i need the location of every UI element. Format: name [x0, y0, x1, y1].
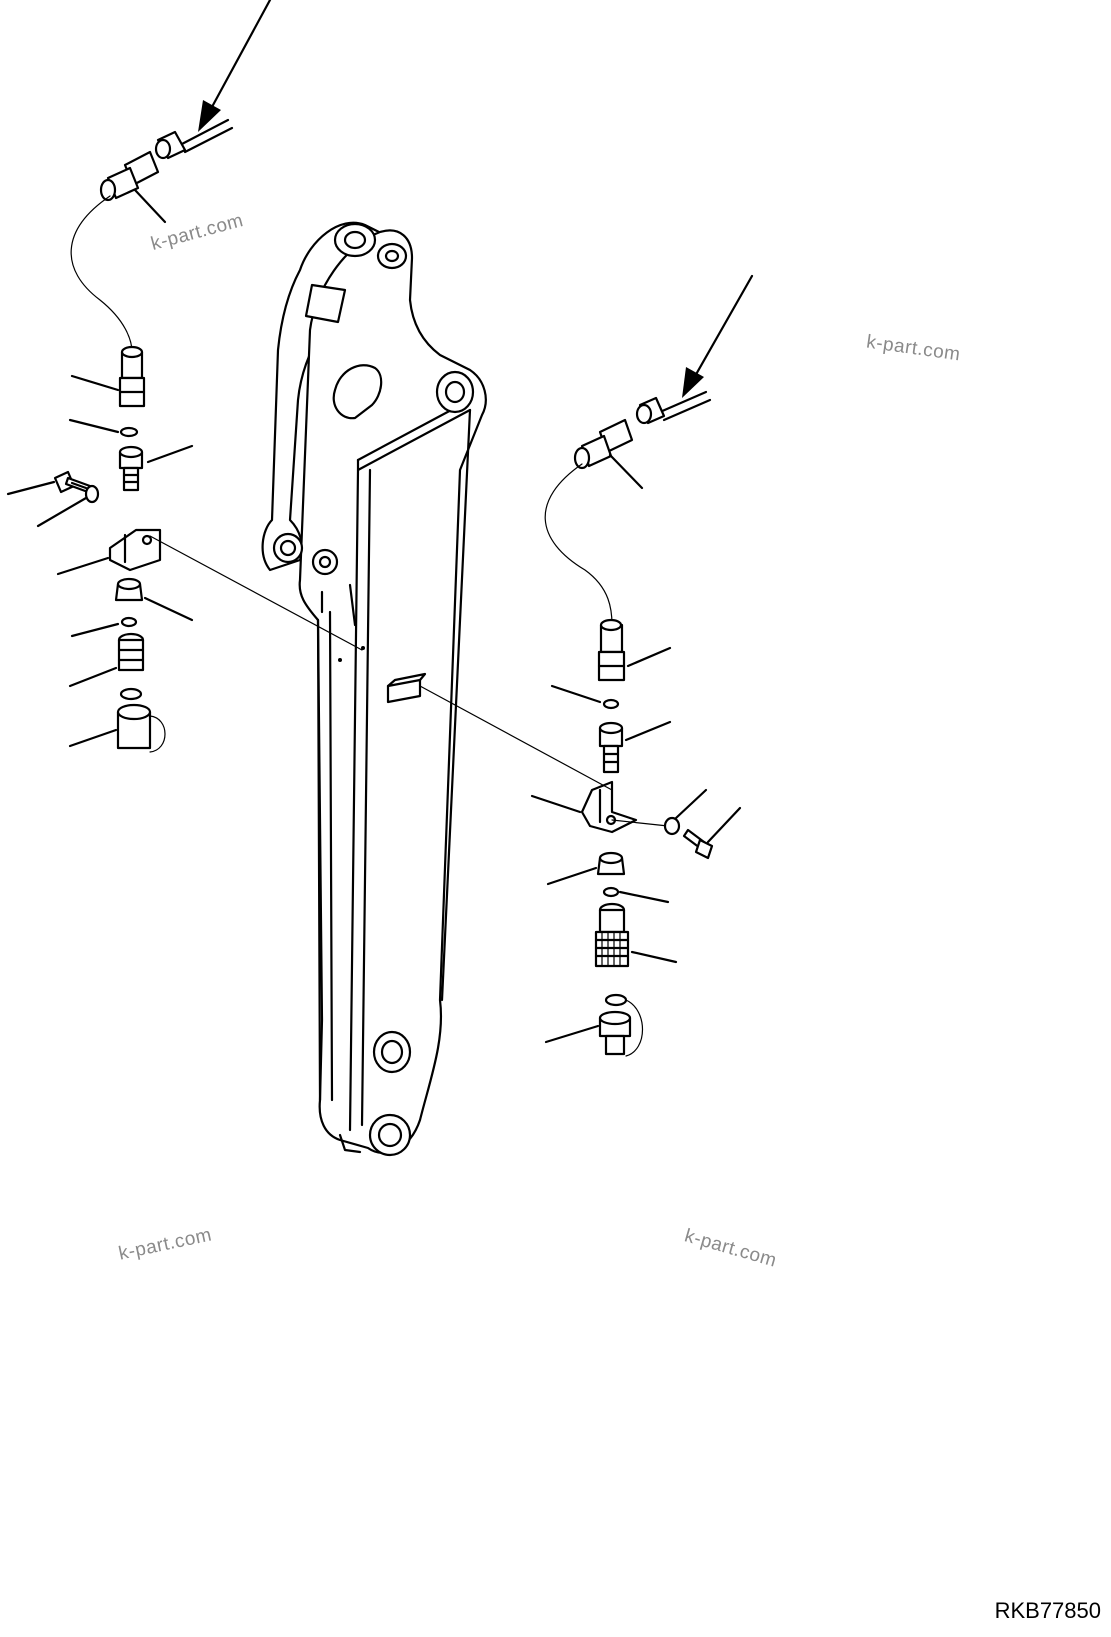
- drawing-code: RKB77850: [994, 1598, 1101, 1623]
- left-hose-assembly: [6, 0, 363, 753]
- right-hose-assembly: [419, 274, 754, 1057]
- arm-body: [261, 221, 487, 1157]
